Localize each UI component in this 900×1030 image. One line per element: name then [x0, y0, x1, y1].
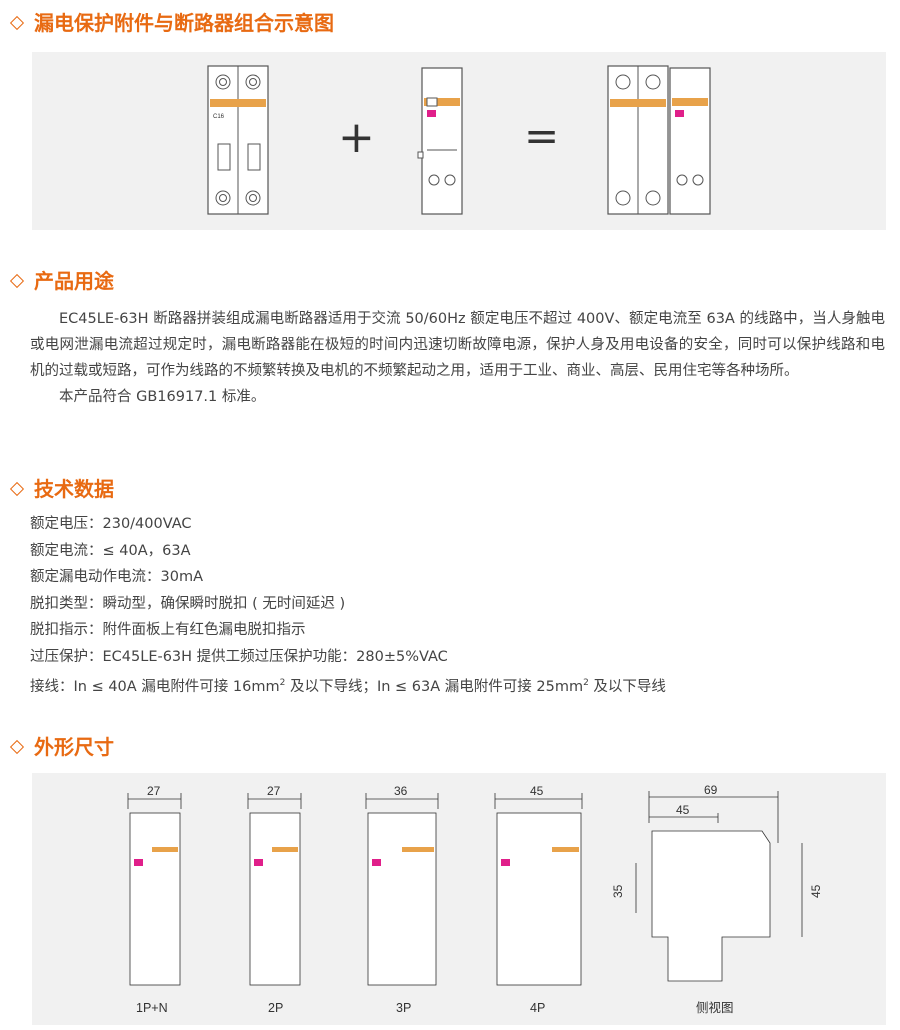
tech-title-text: 技术数据 [34, 477, 114, 501]
spec-trip-indicator: 脱扣指示：附件面板上有红色漏电脱扣指示 [30, 622, 306, 638]
combined-drawing [607, 65, 711, 215]
wiring-part-a: 接线：In ≤ 40A 漏电附件可接 16mm [30, 678, 280, 695]
rcd-drawing [417, 67, 463, 215]
wiring-sup-2: 2 [583, 678, 589, 688]
combo-title-text: 漏电保护附件与断路器组合示意图 [34, 11, 334, 35]
plus-sign: + [338, 112, 375, 163]
breaker-drawing: C16 [207, 65, 269, 215]
breaker-rating: C16 [213, 114, 225, 120]
diamond-icon [9, 481, 25, 497]
label-3p: 3P [396, 1001, 411, 1015]
dims-title-text: 外形尺寸 [34, 735, 114, 759]
dim-1pn: 27 [147, 784, 161, 798]
section-title-usage: 产品用途 [6, 268, 114, 294]
dim-side-right: 45 [809, 884, 823, 898]
dim-side-total: 69 [704, 783, 718, 797]
usage-para-1: EC45LE-63H 断路器拼装组成漏电断路器适用于交流 50/60Hz 额定电… [30, 311, 885, 379]
spec-wiring: 接线：In ≤ 40A 漏电附件可接 16mm2 及以下导线；In ≤ 63A … [30, 670, 666, 697]
usage-title-text: 产品用途 [34, 269, 114, 293]
dim-side-left: 35 [611, 884, 625, 898]
section-title-combo: 漏电保护附件与断路器组合示意图 [6, 10, 334, 36]
dimensions-panel: 27 27 36 45 69 45 35 45 1P+N 2P 3P 4P 侧视… [32, 773, 886, 1025]
tech-specs: 额定电压：230/400VAC 额定电流：≤ 40A，63A 额定漏电动作电流：… [30, 511, 666, 697]
diamond-icon [9, 273, 25, 289]
equals-sign: = [524, 111, 559, 160]
wiring-sup-1: 2 [279, 678, 286, 688]
combo-panel: C16 + = [32, 52, 886, 230]
wiring-part-c: 及以下导线 [588, 678, 666, 695]
wiring-part-b: 及以下导线；In ≤ 63A 漏电附件可接 25mm [285, 678, 584, 695]
label-2p: 2P [268, 1001, 283, 1015]
dim-4p: 45 [530, 784, 544, 798]
spec-rated-voltage: 额定电压：230/400VAC [30, 516, 192, 532]
label-4p: 4P [530, 1001, 545, 1015]
label-side: 侧视图 [696, 1000, 734, 1015]
dim-3p: 36 [394, 784, 408, 798]
section-title-tech: 技术数据 [6, 476, 114, 502]
usage-para-2: 本产品符合 GB16917.1 标准。 [59, 389, 266, 405]
spec-residual-current: 额定漏电动作电流：30mA [30, 569, 203, 585]
usage-text: EC45LE-63H 断路器拼装组成漏电断路器适用于交流 50/60Hz 额定电… [30, 306, 885, 410]
spec-overvoltage: 过压保护：EC45LE-63H 提供工频过压保护功能：280±5%VAC [30, 648, 448, 665]
dim-2p: 27 [267, 784, 281, 798]
section-title-dims: 外形尺寸 [6, 734, 114, 760]
spec-trip-type: 脱扣类型：瞬动型，确保瞬时脱扣 ( 无时间延迟 ) [30, 595, 346, 612]
dim-side-depth: 45 [676, 803, 690, 817]
diamond-icon [9, 15, 25, 31]
diamond-icon [9, 739, 25, 755]
spec-rated-current: 额定电流：≤ 40A，63A [30, 542, 191, 559]
dimensions-illustration: 27 27 36 45 69 45 35 45 1P+N 2P 3P 4P 侧视… [127, 783, 823, 1015]
combo-illustration: C16 + = [207, 65, 711, 215]
label-1pn: 1P+N [136, 1001, 168, 1015]
